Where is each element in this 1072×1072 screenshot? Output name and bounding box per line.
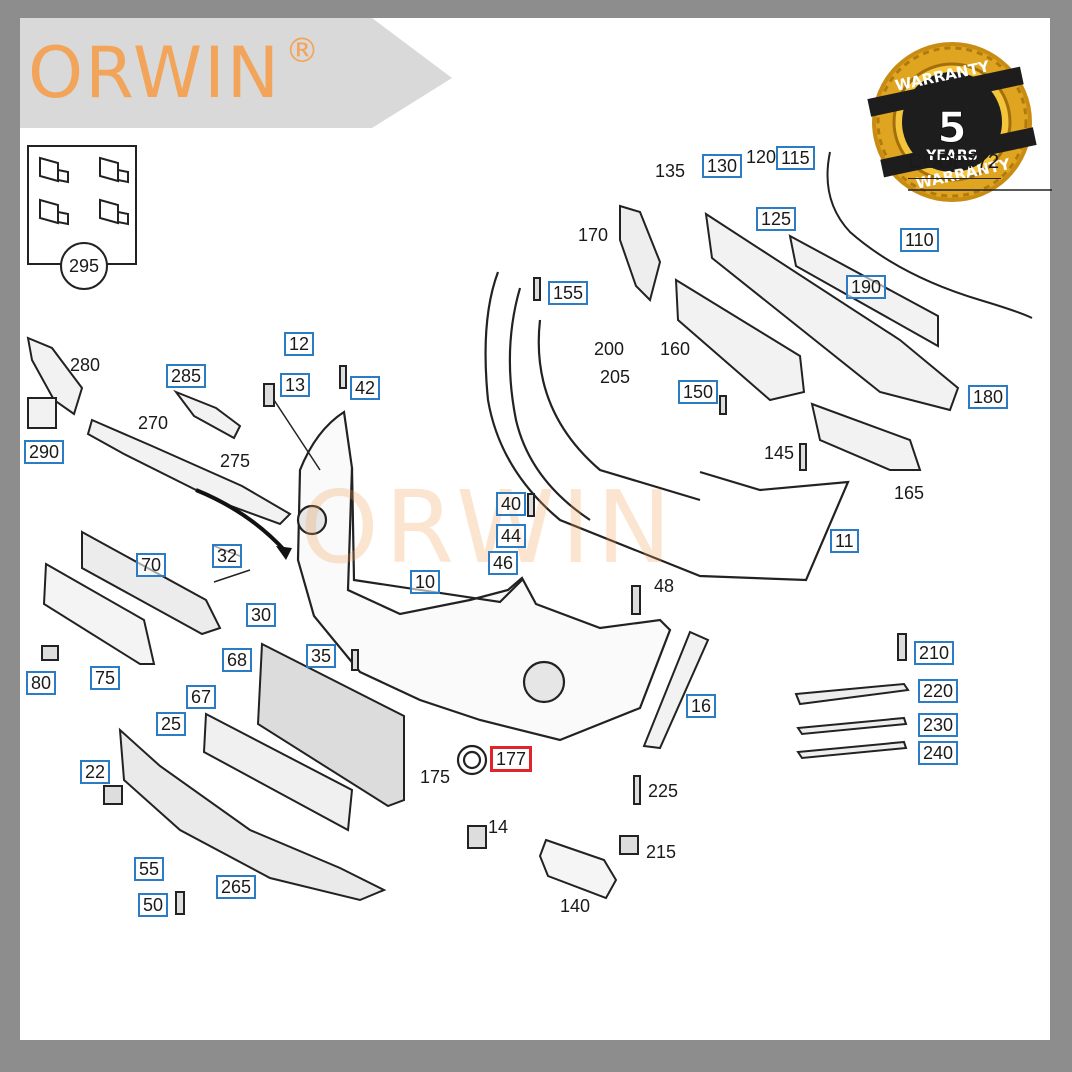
callout-48: 48 — [654, 576, 675, 596]
callout-175: 175 — [420, 767, 451, 787]
callout-10: 10 — [410, 570, 441, 594]
callout-125: 125 — [756, 207, 797, 231]
callout-150: 150 — [678, 380, 719, 404]
callout-130: 130 — [702, 154, 743, 178]
callout-46: 46 — [488, 551, 519, 575]
callout-16: 16 — [686, 694, 717, 718]
callout-180: 180 — [968, 385, 1009, 409]
callout-165: 165 — [894, 483, 925, 503]
callout-230: 230 — [918, 713, 959, 737]
trim-67 — [202, 712, 354, 832]
callout-13: 13 — [280, 373, 311, 397]
panel-75 — [42, 562, 156, 665]
arrow-275 — [195, 488, 288, 554]
skid-plate-265 — [118, 727, 387, 902]
brand-logo: ORWIN® — [28, 31, 322, 114]
trim-strips — [794, 682, 910, 760]
callout-35: 35 — [306, 644, 337, 668]
strip-16 — [642, 630, 710, 750]
arrowhead-275 — [276, 546, 292, 560]
brand-banner — [20, 18, 452, 128]
cover-140 — [538, 838, 618, 900]
grille-70 — [81, 530, 222, 636]
callout-67: 67 — [186, 685, 217, 709]
callout-160: 160 — [660, 339, 691, 359]
warranty-badge — [867, 42, 1037, 202]
callout-145: 145 — [764, 443, 795, 463]
callout-75: 75 — [90, 666, 121, 690]
callout-12: 12 — [284, 332, 315, 356]
callout-215: 215 — [646, 842, 677, 862]
callout-265: 265 — [216, 875, 257, 899]
callout-14: 14 — [488, 817, 509, 837]
callout-240: 240 — [918, 741, 959, 765]
part-code: CODE772 — [908, 152, 1002, 179]
callout-55: 55 — [134, 857, 165, 881]
callout-140: 140 — [560, 896, 591, 916]
callout-155: 155 — [548, 281, 589, 305]
badge-unit: YEARS — [925, 148, 977, 164]
callout-190: 190 — [846, 275, 887, 299]
bracket-170 — [619, 204, 662, 302]
badge-top-text: WARRANTY — [893, 57, 992, 95]
callout-11: 11 — [830, 529, 859, 553]
fasteners — [41, 277, 907, 915]
callout-170: 170 — [578, 225, 609, 245]
callout-280: 280 — [70, 355, 101, 375]
left-brackets — [26, 336, 292, 526]
callout-110: 110 — [900, 228, 939, 252]
callout-44: 44 — [496, 524, 527, 548]
callout-285: 285 — [166, 364, 207, 388]
callout-70: 70 — [136, 553, 167, 577]
callout-290: 290 — [24, 440, 65, 464]
callout-200: 200 — [594, 339, 625, 359]
callout-32: 32 — [212, 544, 243, 568]
bumper-frame-11 — [484, 271, 850, 582]
warranty-badge-text: WARRANTY 5 YEARS WARRANTY — [893, 57, 1012, 193]
callout-270: 270 — [138, 413, 169, 433]
callout-135: 135 — [655, 161, 686, 181]
callout-205: 205 — [600, 367, 631, 387]
callout-177-highlighted: 177 — [490, 746, 533, 772]
callout-120: 120 — [746, 147, 777, 167]
watermark-text: ORWIN — [300, 469, 678, 586]
callout-115: 115 — [776, 146, 815, 170]
callout-50: 50 — [138, 893, 169, 917]
callout-80: 80 — [26, 671, 57, 695]
callout-220: 220 — [918, 679, 959, 703]
badge-number: 5 — [937, 103, 966, 152]
callout-225: 225 — [648, 781, 679, 801]
callout-25: 25 — [156, 712, 187, 736]
callout-40: 40 — [496, 492, 527, 516]
callout-275: 275 — [220, 451, 251, 471]
reinforcement-bars — [674, 211, 960, 471]
callout-68: 68 — [222, 648, 253, 672]
callout-210: 210 — [914, 641, 955, 665]
callout-295: 295 — [60, 242, 108, 290]
lower-grille-68 — [256, 642, 405, 808]
ring-177 — [456, 744, 488, 776]
callout-42: 42 — [350, 376, 381, 400]
sensor-wire-110 — [826, 151, 1033, 319]
callout-30: 30 — [246, 603, 277, 627]
callout-22: 22 — [80, 760, 111, 784]
inner-panel — [20, 18, 1050, 1040]
